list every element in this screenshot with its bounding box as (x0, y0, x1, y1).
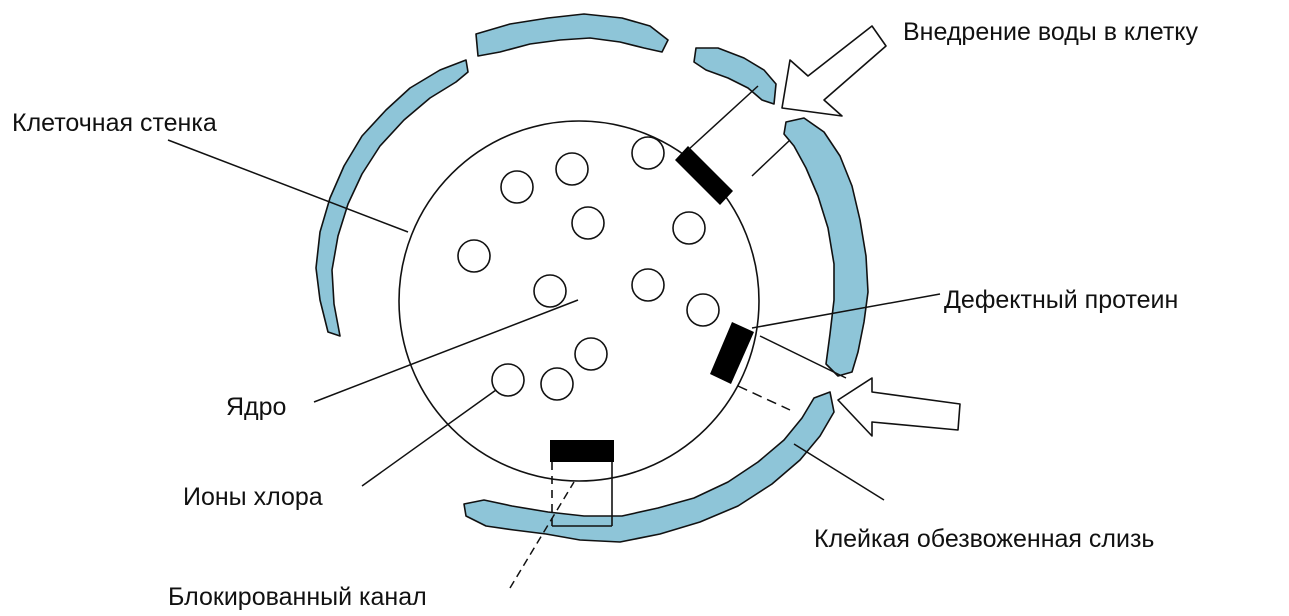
chloride-ion (492, 364, 524, 396)
chloride-ion (541, 368, 573, 400)
chloride-ion (687, 294, 719, 326)
leader-chloride-ions (362, 390, 496, 486)
chloride-ion (632, 137, 664, 169)
protein-channel-dashed (738, 386, 790, 410)
chloride-ion (556, 153, 588, 185)
arrow-icon (782, 26, 886, 116)
chloride-ion (673, 212, 705, 244)
chloride-ion (632, 269, 664, 301)
leader-nucleus (314, 300, 578, 402)
cell-wall-segment-left (316, 60, 468, 336)
chloride-ion (458, 240, 490, 272)
cell-wall-segment-top (476, 14, 668, 56)
label-blocked-channel: Блокированный канал (168, 582, 427, 612)
label-cell-wall: Клеточная стенка (12, 108, 217, 138)
cell-wall-segment-right (784, 118, 868, 376)
label-water-inflow: Внедрение воды в клетку (903, 17, 1198, 47)
water-channel-line-lower (752, 140, 790, 176)
water-arrows (782, 26, 960, 436)
defective-proteins (550, 146, 754, 462)
cell-wall-segment-top-right (694, 48, 776, 104)
label-chloride-ions: Ионы хлора (183, 482, 323, 512)
label-sticky-mucus: Клейкая обезвоженная слизь (814, 524, 1154, 554)
chloride-ion (501, 171, 533, 203)
blocked-channel-block (550, 440, 614, 462)
label-nucleus: Ядро (226, 392, 286, 422)
chloride-ion (572, 207, 604, 239)
leader-mucus (794, 444, 884, 500)
arrow-icon (838, 378, 960, 436)
label-defective-protein: Дефектный протеин (944, 285, 1178, 315)
chloride-ions-group (458, 137, 719, 400)
water-channel-line-upper (688, 86, 758, 150)
defective-protein-block-top (675, 146, 733, 205)
defective-protein-block-right (710, 322, 754, 384)
chloride-ion (575, 338, 607, 370)
chloride-ion (534, 275, 566, 307)
